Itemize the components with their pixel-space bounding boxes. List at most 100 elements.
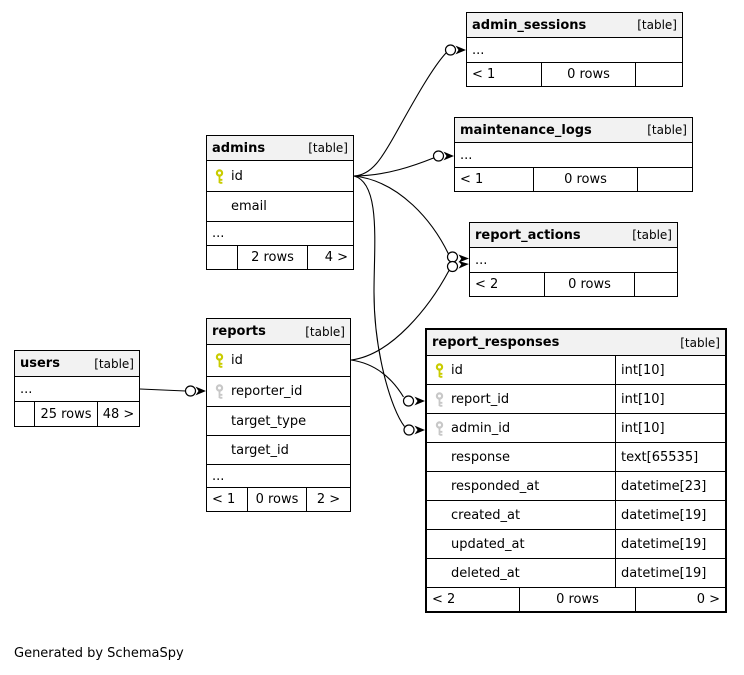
parents-count: < 2 xyxy=(432,592,456,607)
column-name: target_type xyxy=(231,413,307,429)
table-node-report-responses[interactable]: report_responses [table] id int[10] repo… xyxy=(425,328,727,613)
key-spacer xyxy=(207,407,231,435)
column-type: int[10] xyxy=(615,356,725,384)
children-count: 48 > xyxy=(97,402,139,426)
relationship-line-admins-maintenance_logs xyxy=(353,157,434,177)
table-type-badge: [table] xyxy=(94,356,134,371)
column-type: int[10] xyxy=(615,385,725,413)
table-node-admin-sessions[interactable]: admin_sessions [table] ... < 1 0 rows xyxy=(466,12,683,87)
primary-key-icon xyxy=(207,345,231,376)
collapsed-columns-row: ... xyxy=(467,38,682,63)
key-spacer xyxy=(207,436,231,464)
parents-count xyxy=(207,246,237,269)
collapsed-columns-row: ... xyxy=(455,143,692,168)
column-name: responded_at xyxy=(451,478,540,494)
generated-by-text: Generated by SchemaSpy xyxy=(14,646,184,661)
table-node-users[interactable]: users [table] ... 25 rows 48 > xyxy=(14,350,140,427)
relationship-line-admins-admin_sessions xyxy=(353,52,447,177)
table-title[interactable]: admins xyxy=(212,140,266,156)
table-type-badge: [table] xyxy=(637,18,677,32)
table-footer: < 1 0 rows xyxy=(455,168,692,191)
column-name: created_at xyxy=(451,507,521,523)
children-count xyxy=(634,273,677,296)
table-footer: < 1 0 rows 2 > xyxy=(207,488,350,511)
column-row-reporter-id: reporter_id xyxy=(207,377,350,407)
rows-count: 0 rows xyxy=(544,273,634,296)
relationship-line-admins-report_actions xyxy=(353,175,449,255)
column-name: deleted_at xyxy=(451,565,520,581)
column-name: admin_id xyxy=(451,420,511,436)
table-header: users [table] xyxy=(15,351,139,377)
parents-count: < 1 xyxy=(212,492,236,507)
table-title[interactable]: reports xyxy=(212,324,266,339)
table-node-admins[interactable]: admins [table] id email ... 2 rows 4 > xyxy=(206,135,354,270)
table-header: reports [table] xyxy=(207,319,350,345)
column-row-deleted-at: deleted_at datetime[19] xyxy=(427,559,725,588)
rows-count: 2 rows xyxy=(237,246,307,269)
children-count xyxy=(635,63,682,86)
table-header: report_responses [table] xyxy=(427,330,725,356)
rows-count: 0 rows xyxy=(533,168,637,191)
relationship-line-users-reports xyxy=(139,388,186,392)
rows-count: 0 rows xyxy=(541,63,635,86)
column-row-id: id int[10] xyxy=(427,356,725,385)
column-row-admin-id: admin_id int[10] xyxy=(427,414,725,443)
column-row-id: id xyxy=(207,345,350,377)
children-count: 4 > xyxy=(307,246,353,269)
foreign-key-icon xyxy=(207,377,231,406)
table-node-report-actions[interactable]: report_actions [table] ... < 2 0 rows xyxy=(469,222,678,297)
column-name: target_id xyxy=(231,442,289,458)
table-title[interactable]: users xyxy=(20,356,60,371)
rows-count: 0 rows xyxy=(247,488,306,511)
column-name: id xyxy=(231,168,243,184)
table-title[interactable]: admin_sessions xyxy=(472,17,587,33)
column-row-id: id xyxy=(207,161,353,192)
table-node-maintenance-logs[interactable]: maintenance_logs [table] ... < 1 0 rows xyxy=(454,117,693,192)
children-count xyxy=(637,168,692,191)
column-name: id xyxy=(451,362,463,378)
collapsed-columns-row: ... xyxy=(207,465,350,488)
table-node-reports[interactable]: reports [table] id reporter_id target_ty… xyxy=(206,318,351,512)
table-type-badge: [table] xyxy=(308,141,348,155)
rows-count: 0 rows xyxy=(519,588,635,611)
table-title[interactable]: report_actions xyxy=(475,227,581,243)
column-row-report-id: report_id int[10] xyxy=(427,385,725,414)
column-name: updated_at xyxy=(451,536,525,552)
parents-count: < 1 xyxy=(460,172,484,187)
collapsed-columns-row: ... xyxy=(470,248,677,273)
foreign-key-icon xyxy=(427,385,451,413)
column-name: report_id xyxy=(451,391,510,407)
column-type: datetime[19] xyxy=(615,501,725,529)
column-row-target-id: target_id xyxy=(207,436,350,465)
column-row-created-at: created_at datetime[19] xyxy=(427,501,725,530)
key-spacer xyxy=(207,192,231,221)
relationship-line-reports-report_responses xyxy=(350,359,404,398)
primary-key-icon xyxy=(207,161,231,191)
table-title[interactable]: maintenance_logs xyxy=(460,122,592,138)
table-header: admins [table] xyxy=(207,136,353,161)
table-title[interactable]: report_responses xyxy=(432,335,560,350)
key-spacer xyxy=(427,559,451,587)
table-type-badge: [table] xyxy=(680,335,720,350)
key-spacer xyxy=(427,501,451,529)
column-name: email xyxy=(231,199,267,214)
rows-count: 25 rows xyxy=(34,402,97,426)
foreign-key-icon xyxy=(427,414,451,442)
table-header: report_actions [table] xyxy=(470,223,677,248)
column-type: datetime[19] xyxy=(615,530,725,558)
arrowheads xyxy=(195,45,469,435)
primary-key-icon xyxy=(427,356,451,384)
column-name: id xyxy=(231,353,243,368)
children-count: 2 > xyxy=(306,488,350,511)
collapsed-columns-row: ... xyxy=(15,377,139,402)
relationship-line-admins-report_responses xyxy=(353,175,405,427)
table-header: maintenance_logs [table] xyxy=(455,118,692,143)
column-row-target-type: target_type xyxy=(207,407,350,436)
table-footer: < 1 0 rows xyxy=(467,63,682,86)
column-name: response xyxy=(451,449,511,465)
column-type: text[65535] xyxy=(615,443,725,471)
relationship-line-reports-report_actions xyxy=(350,270,450,361)
column-row-responded-at: responded_at datetime[23] xyxy=(427,472,725,501)
